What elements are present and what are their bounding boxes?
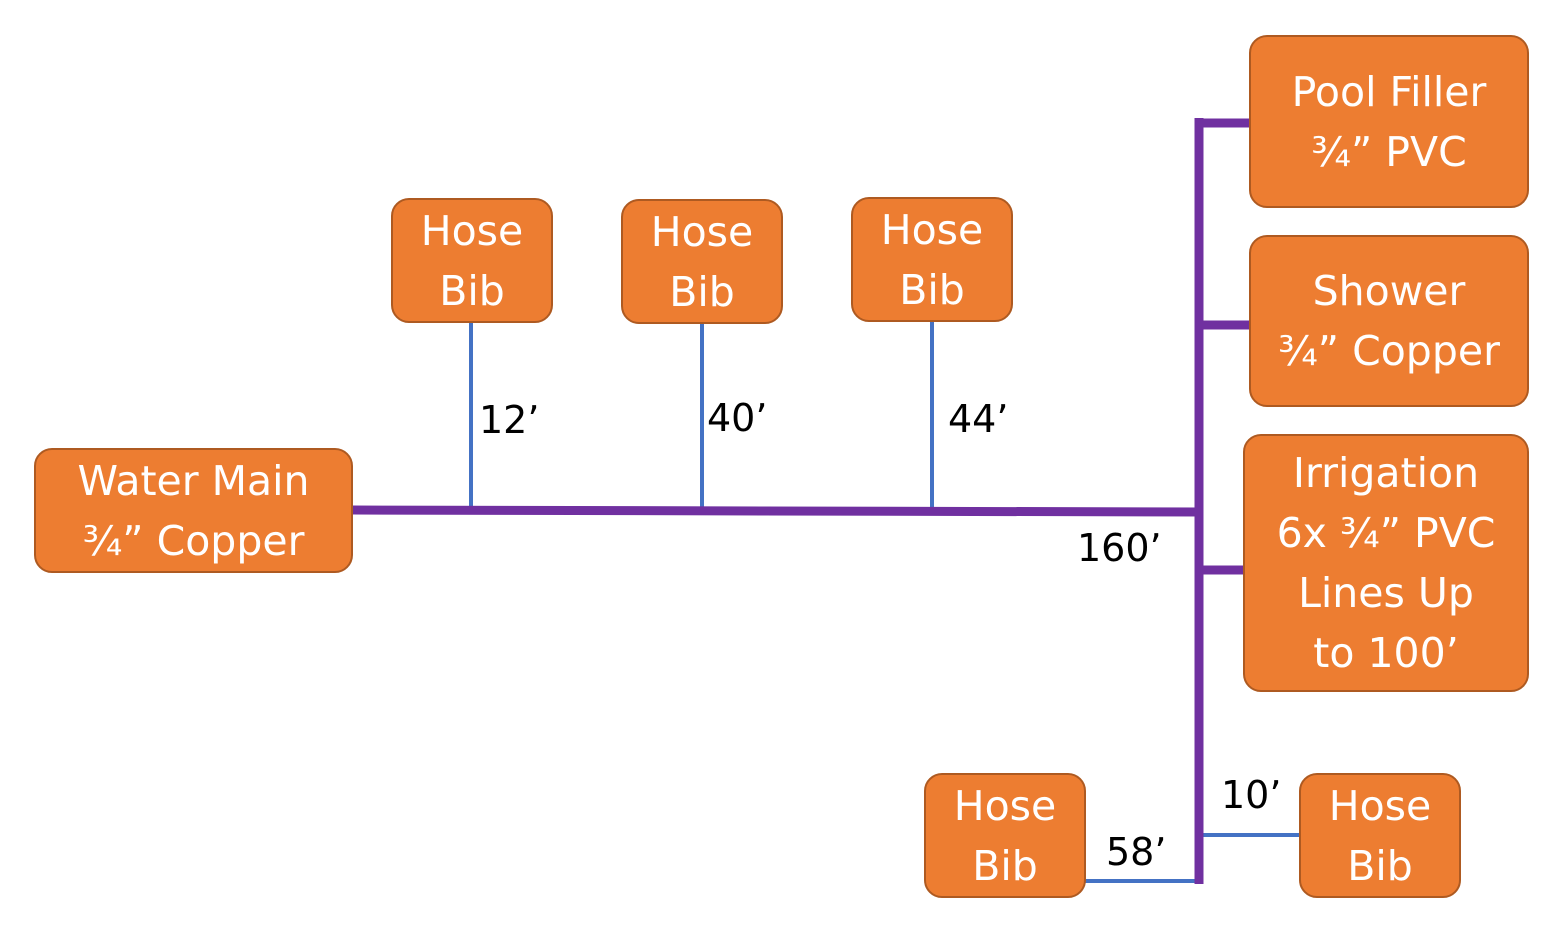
irrigation-note: to 100’ (1313, 629, 1459, 677)
main-line-horizontal (351, 505, 1204, 517)
hose-bib-node-3: Hose Bib (851, 197, 1013, 322)
hose-bib-label: Hose (880, 205, 984, 254)
irrigation-pipe-spec: 6x ¾” PVC (1276, 509, 1496, 557)
water-main-pipe-spec: ¾” Copper (82, 516, 305, 565)
hose-bib-label: Hose (650, 207, 754, 256)
hose-bib-label: Hose (1328, 781, 1432, 830)
length-label-main-run: 160’ (1077, 526, 1162, 570)
pool-filler-node: Pool Filler ¾” PVC (1249, 35, 1529, 208)
shower-label: Shower (1312, 267, 1466, 315)
length-label-bib-3: 44’ (948, 397, 1009, 441)
length-label-bib-5: 10’ (1221, 773, 1282, 817)
hose-bib-label: Bib (1347, 841, 1413, 890)
water-main-label: Water Main (77, 456, 310, 505)
water-main-node: Water Main ¾” Copper (34, 448, 353, 573)
hose-bib-node-1: Hose Bib (391, 198, 553, 323)
hose-bib-label: Hose (953, 781, 1057, 830)
hose-bib-label: Bib (899, 265, 965, 314)
pool-filler-pipe-spec: ¾” PVC (1311, 127, 1467, 176)
length-label-bib-1: 12’ (479, 398, 540, 442)
pool-filler-label: Pool Filler (1291, 67, 1487, 116)
hose-bib-label: Bib (669, 267, 735, 316)
shower-pipe-spec: ¾” Copper (1278, 327, 1500, 375)
irrigation-note: Lines Up (1298, 569, 1474, 617)
irrigation-node: Irrigation 6x ¾” PVC Lines Up to 100’ (1243, 434, 1529, 692)
length-label-bib-2: 40’ (707, 396, 768, 440)
hose-bib-label: Hose (420, 206, 524, 255)
hose-bib-label: Bib (972, 841, 1038, 890)
length-label-bib-4: 58’ (1106, 830, 1167, 874)
hose-bib-label: Bib (439, 266, 505, 315)
hose-bib-node-4: Hose Bib (924, 773, 1086, 898)
hose-bib-node-5: Hose Bib (1299, 773, 1461, 898)
hose-bib-node-2: Hose Bib (621, 199, 783, 324)
irrigation-label: Irrigation (1292, 449, 1480, 497)
shower-node: Shower ¾” Copper (1249, 235, 1529, 407)
